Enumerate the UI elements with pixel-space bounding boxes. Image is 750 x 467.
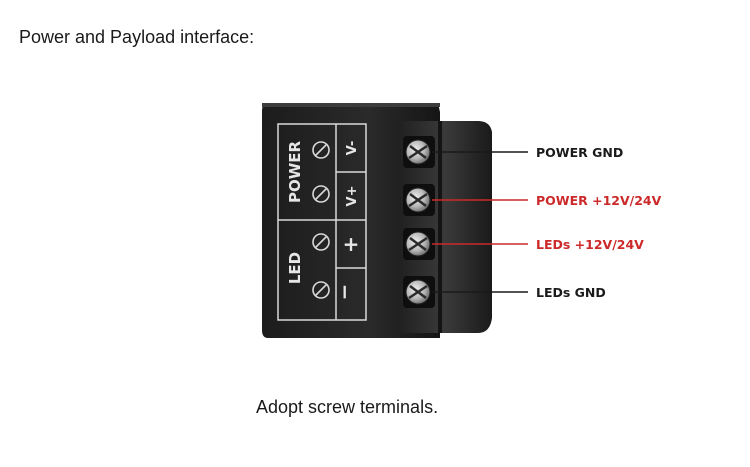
- terminal-screws: [403, 136, 435, 308]
- screw-power-plus: [403, 184, 435, 216]
- terminal-label-power-plus: POWER +12V/24V: [536, 193, 662, 208]
- screw-leds-plus: [403, 228, 435, 260]
- page-caption: Adopt screw terminals.: [256, 397, 439, 417]
- power-print-label: POWER: [286, 141, 304, 204]
- terminal-block-rim: [438, 121, 442, 333]
- terminal-label-power-gnd: POWER GND: [536, 145, 624, 160]
- plus-print-label: +: [343, 232, 360, 256]
- page-heading: Power and Payload interface:: [19, 27, 255, 47]
- case-top-edge: [262, 103, 440, 107]
- v-minus-print-label: V-: [345, 141, 360, 156]
- panel-print: [277, 123, 367, 321]
- led-print-label: LED: [286, 252, 304, 284]
- printed-circle-symbols: [312, 141, 330, 299]
- v-plus-print-label: V+: [345, 186, 360, 207]
- minus-print-label: −: [332, 284, 356, 301]
- terminal-label-leds-plus: LEDs +12V/24V: [536, 237, 644, 252]
- screw-power-gnd: [403, 136, 435, 168]
- terminal-label-leds-gnd: LEDs GND: [536, 285, 606, 300]
- screw-leds-gnd: [403, 276, 435, 308]
